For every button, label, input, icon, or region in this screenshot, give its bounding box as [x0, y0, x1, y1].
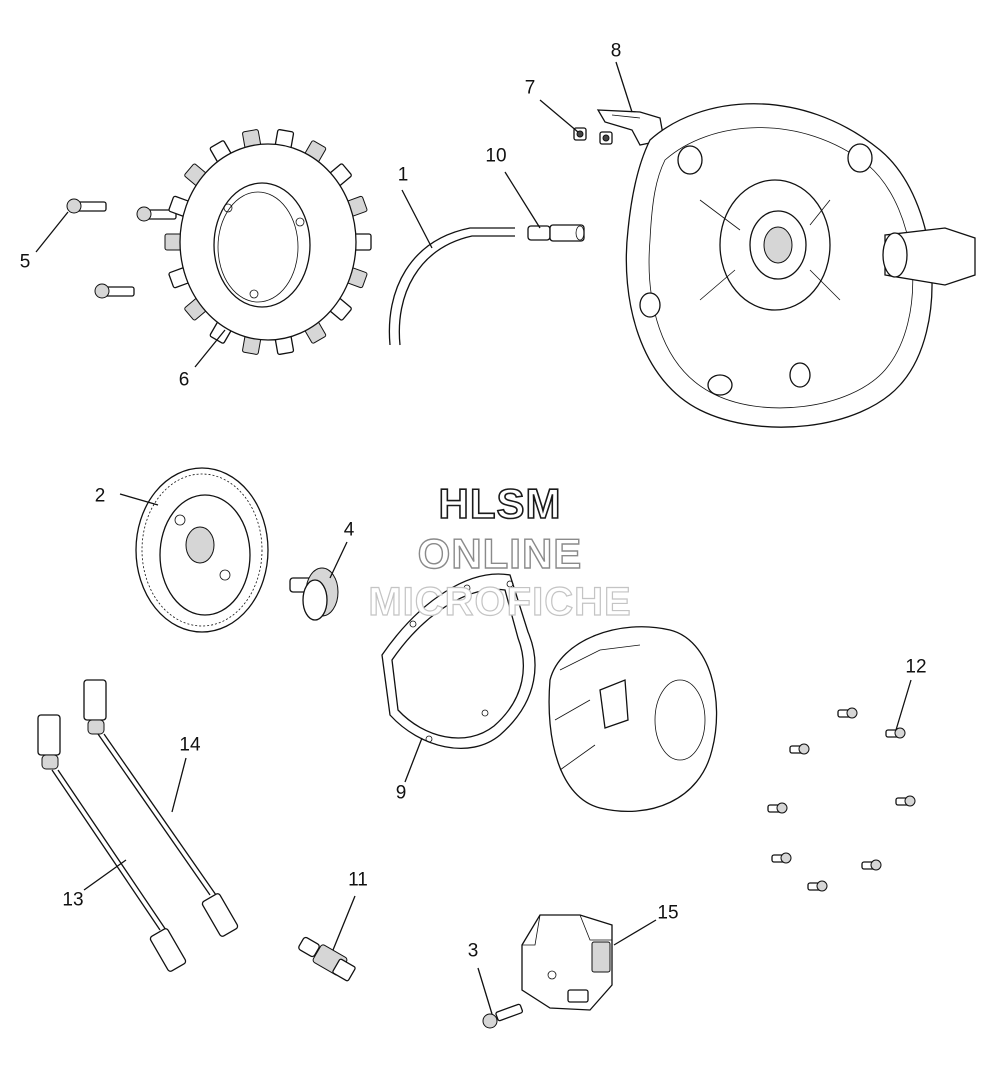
callout-8: 8: [610, 40, 622, 62]
callout-10: 10: [485, 145, 507, 167]
bolt: [807, 880, 828, 892]
part-12-bolts: [767, 707, 916, 892]
leader-lines: [35, 61, 912, 1015]
part-10-connector: [527, 224, 585, 242]
bolt: [895, 795, 916, 807]
watermark-line-3: MICROFICHE: [368, 579, 632, 624]
part-5-screws: [66, 198, 177, 299]
part-9-gasket: [381, 573, 536, 749]
callout-3: 3: [467, 940, 479, 962]
callout-6: 6: [178, 369, 190, 391]
bolt: [837, 707, 858, 719]
callout-15: 15: [657, 902, 679, 924]
bolt: [861, 859, 882, 871]
part-2-flywheel: [135, 467, 269, 633]
part-1-wire: [388, 227, 515, 346]
callout-11: 11: [348, 869, 368, 891]
screw: [66, 198, 107, 214]
part-14-lead: [83, 679, 239, 937]
part-3-bolt: [482, 1003, 524, 1029]
callout-13: 13: [62, 889, 84, 911]
watermark-line-1: HLSM: [438, 479, 562, 528]
cover: [548, 626, 718, 812]
watermark-line-2: ONLINE: [417, 529, 583, 577]
bolt: [885, 727, 906, 739]
part-15-module: [521, 914, 613, 1011]
housing: [625, 103, 976, 428]
callout-12: 12: [905, 656, 927, 678]
screw: [136, 206, 177, 222]
callout-7: 7: [524, 77, 536, 99]
part-11-spark-plug: [298, 936, 356, 982]
callout-5: 5: [19, 251, 31, 273]
callout-1: 1: [397, 164, 409, 186]
callout-9: 9: [395, 782, 407, 804]
part-6-stator: [164, 128, 372, 356]
bolt: [767, 802, 788, 814]
part-13-lead: [37, 714, 187, 972]
part-7-fasteners: [573, 127, 613, 145]
callout-2: 2: [94, 485, 106, 507]
callout-14: 14: [179, 734, 201, 756]
bolt: [771, 852, 792, 864]
part-4-gear: [289, 567, 339, 621]
bolt: [789, 743, 810, 755]
callout-4: 4: [343, 519, 355, 541]
screw: [94, 283, 135, 299]
